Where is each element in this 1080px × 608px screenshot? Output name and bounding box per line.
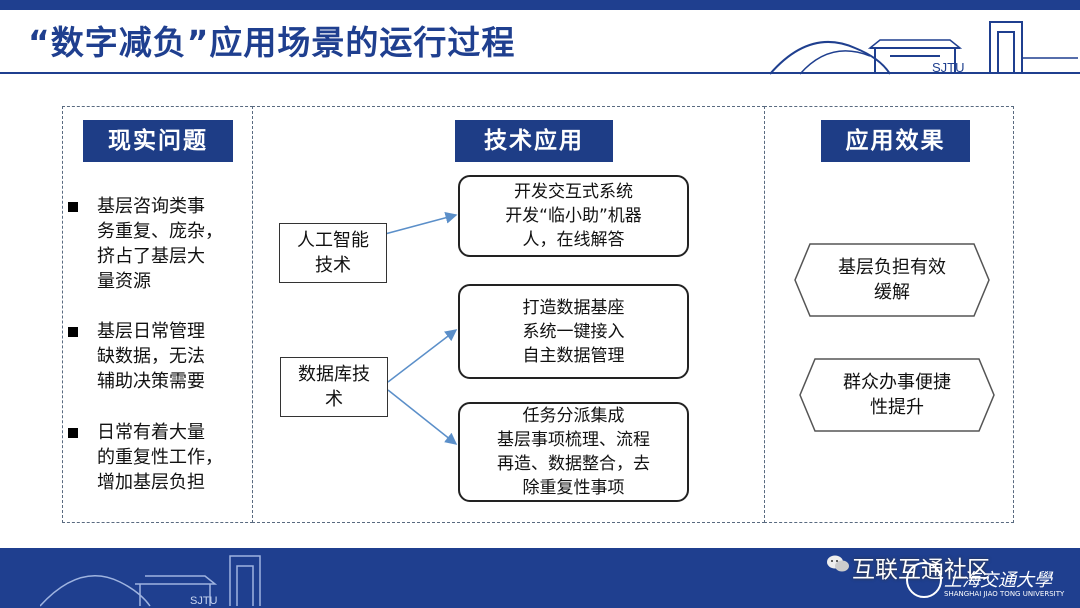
wechat-icon [827,555,849,572]
problem-line: 基层日常管理 [97,321,205,342]
effect-line: 缓解 [874,282,910,303]
problems-header: 现实问题 [83,120,233,162]
bullet-icon [68,428,78,438]
effect-line: 性提升 [870,397,924,418]
tech-header: 技术应用 [455,120,613,162]
sjtu-skyline-logo-top: SJTU [769,21,1078,75]
university-name-cn: 上海交通大學 [944,570,1052,591]
problem-line: 量资源 [97,271,151,292]
source-db-tech: 数据库技 术 [280,357,388,417]
source-line: 人工智能 [297,230,369,251]
top-accent-bar [0,0,1080,10]
hexagon-shape [799,358,995,432]
problem-item-2: 基层日常管理 缺数据，无法 辅助决策需要 [97,319,237,394]
problem-item-1: 基层咨询类事 务重复、庞杂， 挤占了基层大 量资源 [97,194,237,294]
bullet-icon [68,202,78,212]
tech-line: 打造数据基座 [522,297,625,318]
problem-line: 务重复、庞杂， [97,221,223,242]
problem-item-3: 日常有着大量 的重复性工作， 增加基层负担 [97,420,237,495]
effects-header: 应用效果 [821,120,970,162]
effect-line: 基层负担有效 [838,257,946,278]
source-line: 术 [325,389,343,410]
sjtu-skyline-logo-bottom: SJTU [40,555,261,607]
source-line: 技术 [315,255,351,276]
tech-line: 开发交互式系统 [514,182,633,202]
tech-line: 任务分派集成 [522,406,625,426]
tech-line: 人，在线解答 [522,230,625,250]
problem-line: 增加基层负担 [97,472,205,493]
tech-line: 系统一键接入 [522,321,625,342]
sjtu-mark-bottom: SJTU [190,595,218,607]
tech-box-data-platform: 打造数据基座 系统一键接入 自主数据管理 [458,284,689,379]
hexagon-shape [794,243,990,317]
problem-line: 挤占了基层大 [97,246,205,267]
problem-line: 的重复性工作， [97,447,223,468]
tech-line: 再造、数据整合，去 [497,454,650,474]
source-line: 数据库技 [298,364,370,385]
tech-line: 除重复性事项 [522,478,625,498]
tech-line: 自主数据管理 [522,345,625,366]
problem-line: 缺数据，无法 [97,346,205,367]
tech-line: 开发“临小助”机器 [505,206,642,226]
problem-line: 日常有着大量 [97,422,205,443]
problem-line: 辅助决策需要 [97,371,205,392]
title-underline [0,72,1080,74]
effect-service-convenience: 群众办事便捷 性提升 [799,358,995,432]
bullet-icon [68,327,78,337]
slide-title: “数字减负”应用场景的运行过程 [28,23,516,62]
footer-bar [0,548,1080,608]
university-seal-icon [906,562,942,598]
effects-panel [764,106,1014,523]
effect-line: 群众办事便捷 [843,372,951,393]
tech-box-task-dispatch: 任务分派集成 基层事项梳理、流程 再造、数据整合，去 除重复性事项 [458,402,689,502]
university-name-en: SHANGHAI JIAO TONG UNIVERSITY [944,590,1065,598]
source-ai-tech: 人工智能 技术 [279,223,387,283]
problem-line: 基层咨询类事 [97,196,205,217]
effect-burden-relieved: 基层负担有效 缓解 [794,243,990,317]
tech-box-interactive-system: 开发交互式系统 开发“临小助”机器 人，在线解答 [458,175,689,257]
sjtu-mark-top: SJTU [932,60,965,75]
tech-line: 基层事项梳理、流程 [497,430,650,450]
